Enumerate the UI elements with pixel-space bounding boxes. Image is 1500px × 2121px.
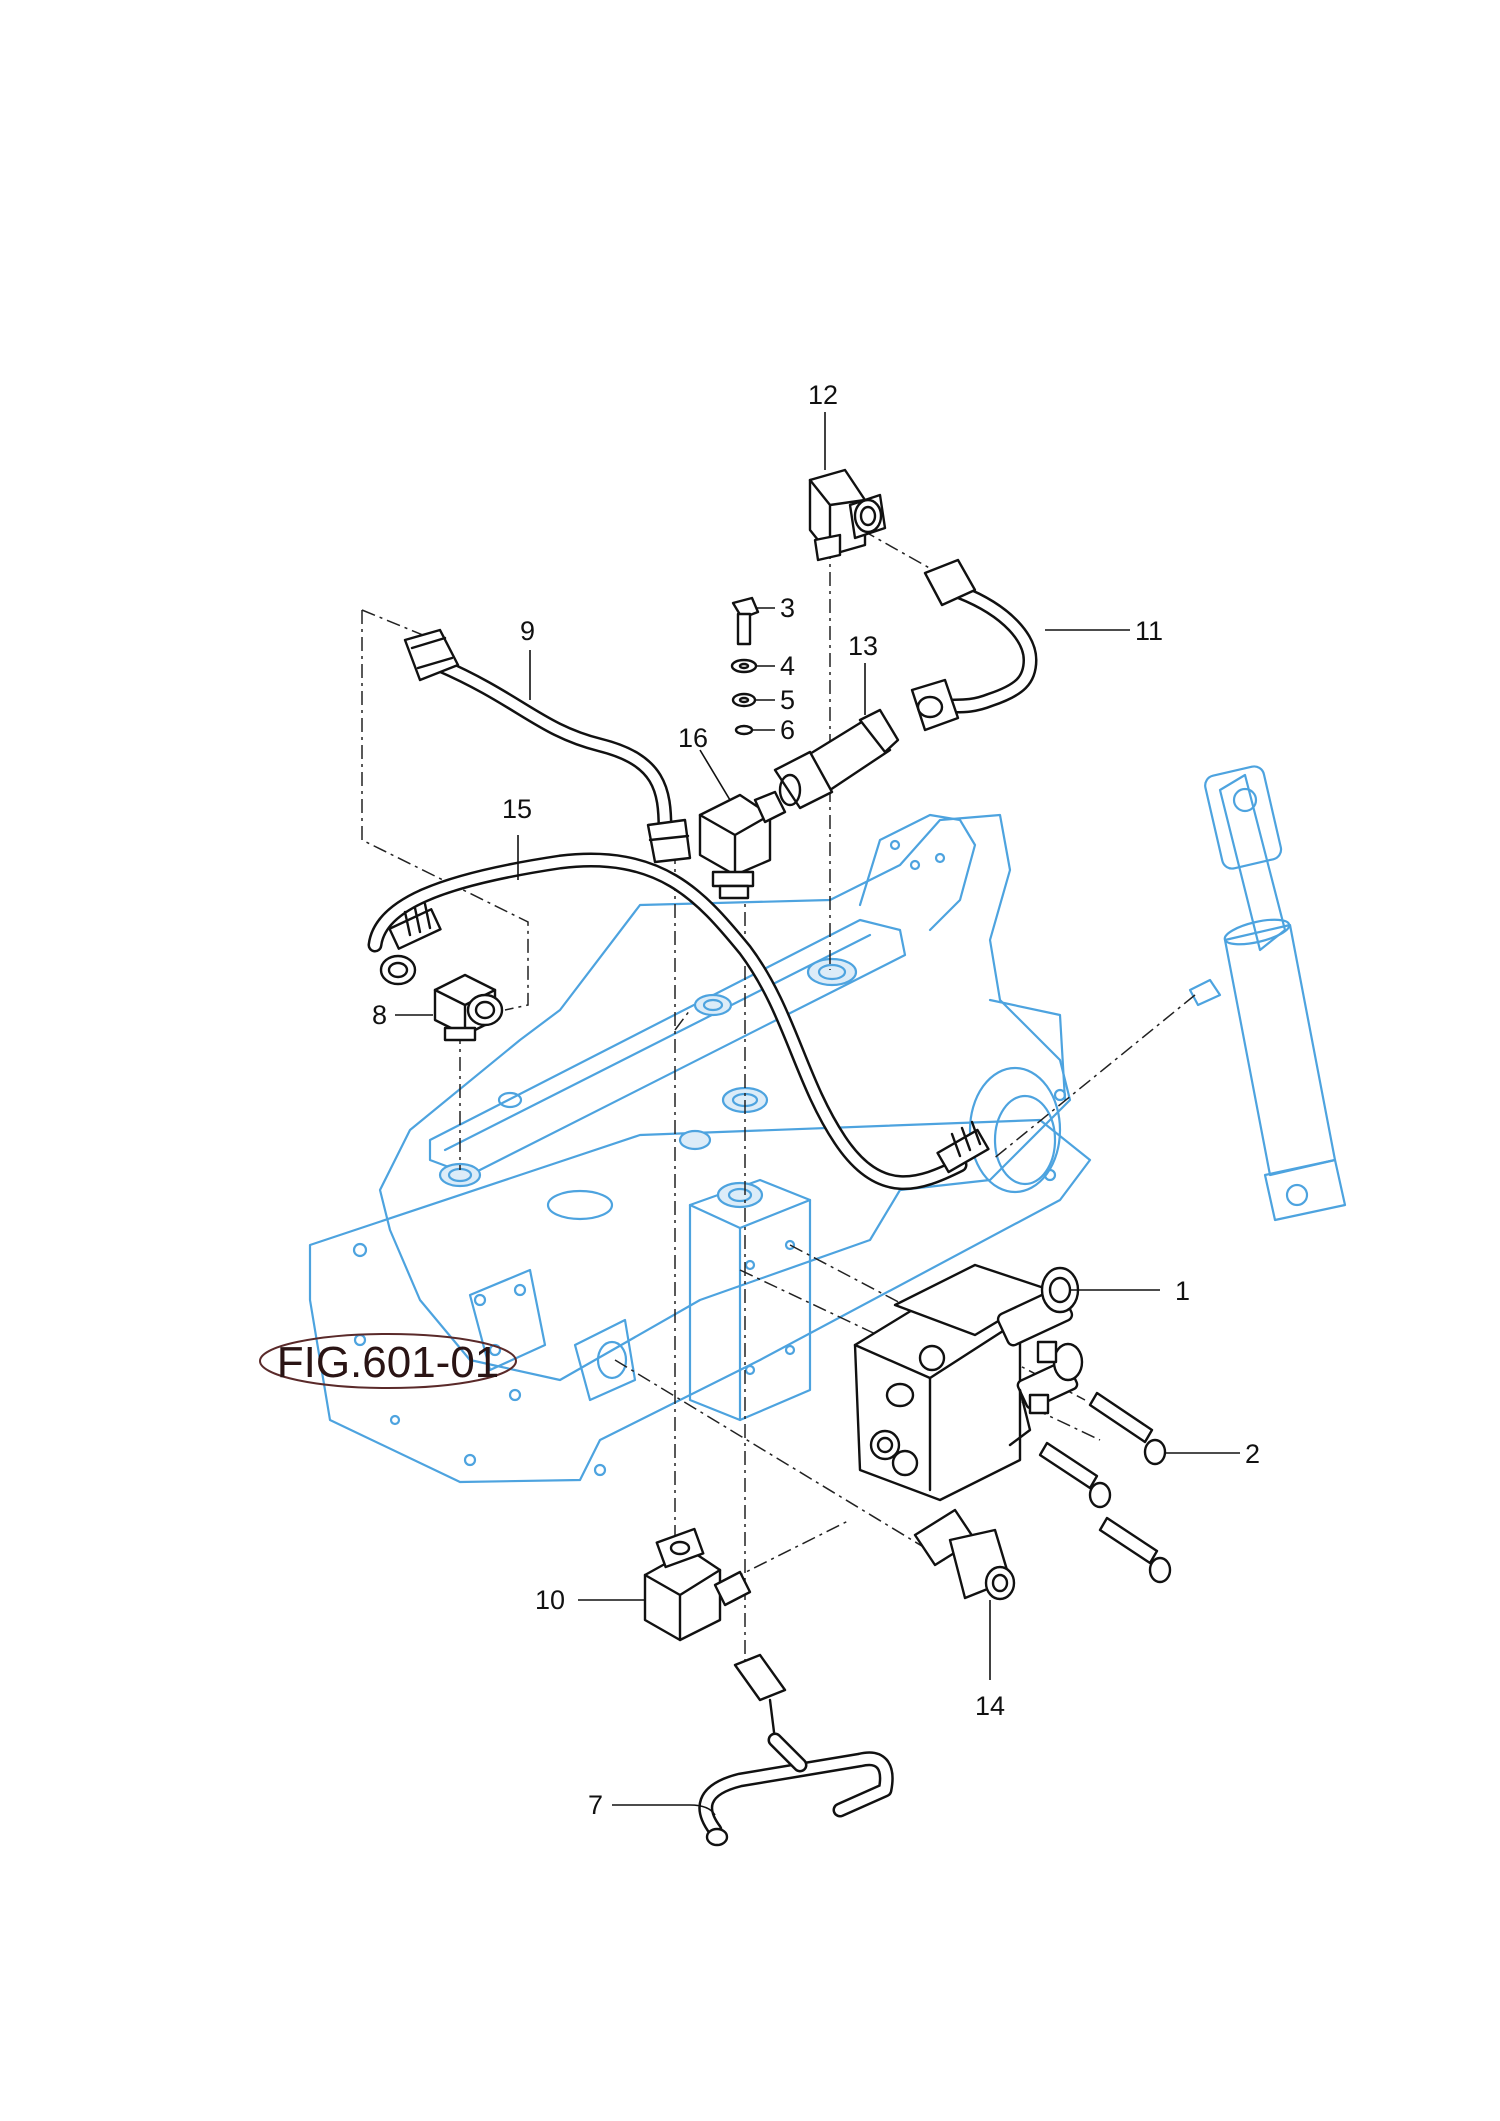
pipe-9 [403,628,692,864]
callout-4: 4 [780,651,795,681]
washer-5 [731,692,757,708]
callout-6: 6 [780,715,795,745]
callout-9: 9 [520,616,535,646]
figure-reference-label[interactable]: FIG.601-01 [277,1338,500,1387]
assembly-center-lines [361,529,1196,1660]
callout-8: 8 [372,1000,387,1030]
callout-7: 7 [588,1790,603,1820]
pipe-11 [910,558,1038,732]
callout-3: 3 [780,593,795,623]
lift-housing-outline [308,765,1347,1484]
pipe-7 [698,1653,894,1847]
adapter-13 [773,708,900,810]
control-valve-1 [853,1263,1084,1502]
cap-screws-2 [1038,1391,1172,1584]
elbow-fitting-12 [808,468,887,562]
callout-12: 12 [808,380,838,410]
figure-reference-badge[interactable]: FIG.601-01 [259,1333,517,1389]
callout-2: 2 [1245,1439,1260,1469]
callout-14: 14 [975,1691,1005,1721]
elbow-fitting-16 [698,790,787,900]
elbow-fitting-8 [433,973,504,1042]
callout-1: 1 [1175,1276,1190,1306]
elbow-fitting-10 [643,1527,752,1642]
bolt-3 [731,596,760,646]
o-ring-6 [734,724,754,736]
callout-16: 16 [678,723,708,753]
washer-4 [730,658,758,674]
callout-11: 11 [1135,616,1163,646]
pipe-15 [367,852,990,1191]
adapter-14 [913,1508,1016,1601]
callout-numbers: 1 2 3 4 5 6 7 8 9 10 11 12 13 14 15 16 [372,380,1260,1820]
callout-10: 10 [535,1585,565,1615]
callout-15: 15 [502,794,532,824]
callout-leaders [395,412,1240,1816]
callout-5: 5 [780,685,795,715]
callout-13: 13 [848,631,878,661]
